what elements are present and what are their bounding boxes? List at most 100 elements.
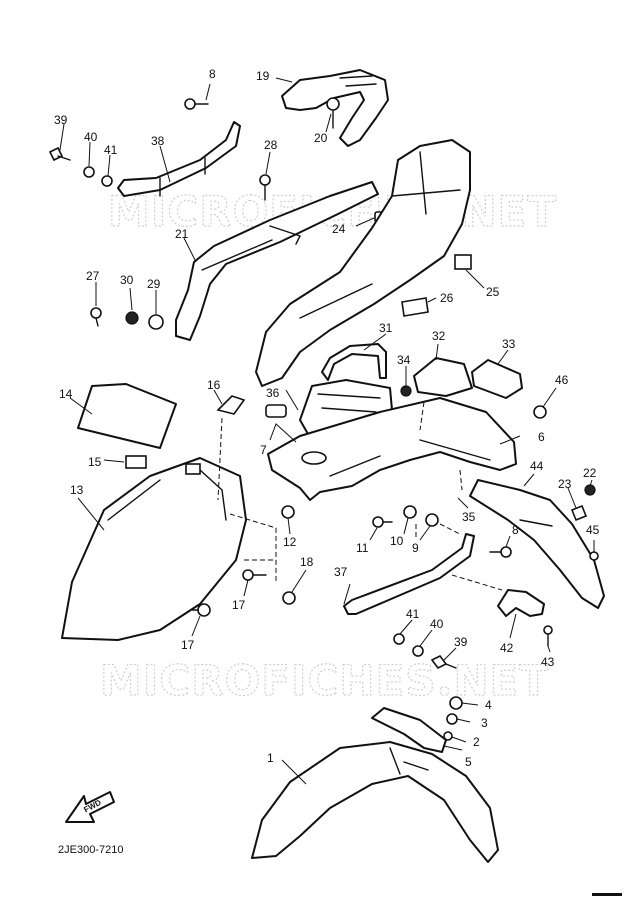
callout-17-upper: 17	[232, 598, 246, 612]
leader-lines	[59, 77, 595, 785]
part-damper	[401, 297, 429, 317]
callout-45: 45	[586, 523, 600, 537]
callout-5: 5	[465, 755, 472, 769]
callout-41-top: 41	[104, 143, 118, 157]
callout-6: 6	[538, 430, 545, 444]
part-mud-flap	[77, 383, 177, 449]
diagram-code: 2JE300-7210	[58, 844, 123, 856]
callout-26: 26	[440, 291, 454, 305]
bolt-icon	[570, 504, 588, 522]
callout-19: 19	[256, 69, 270, 83]
part-front-fender	[251, 741, 499, 863]
part-bracket	[497, 589, 545, 617]
part-rear-frame	[267, 397, 517, 501]
callout-34: 34	[397, 353, 411, 367]
callout-10: 10	[390, 534, 404, 548]
nut-icon	[533, 405, 547, 419]
callout-33: 33	[502, 337, 516, 351]
callout-44: 44	[530, 459, 544, 473]
callout-21: 21	[175, 227, 189, 241]
bolt-icon	[48, 146, 71, 162]
callout-18: 18	[300, 555, 314, 569]
bolt-icon	[184, 98, 209, 110]
bolt-icon	[191, 603, 211, 617]
callout-16: 16	[207, 378, 221, 392]
bolt-icon	[326, 97, 340, 129]
collar-icon	[403, 505, 417, 519]
part-rear-flap	[469, 479, 605, 609]
callout-2: 2	[473, 735, 480, 749]
callout-29: 29	[147, 277, 161, 291]
part-cushion	[454, 254, 472, 270]
nut-icon	[589, 551, 599, 561]
callout-28: 28	[264, 138, 278, 152]
callout-3: 3	[481, 716, 488, 730]
nut-icon	[282, 591, 296, 605]
part-cushion	[265, 404, 287, 418]
bolt-icon	[430, 654, 457, 670]
bolt-icon	[259, 174, 271, 201]
callout-39-bottom: 39	[454, 635, 468, 649]
part-bracket	[321, 343, 387, 381]
callout-32: 32	[432, 329, 446, 343]
nut-icon	[281, 505, 295, 519]
part-rear-cowl	[255, 139, 471, 387]
callout-11: 11	[356, 541, 369, 555]
callout-7: 7	[260, 443, 267, 457]
bolt-icon	[489, 546, 512, 558]
callout-17-lower: 17	[181, 638, 195, 652]
callout-4: 4	[485, 698, 492, 712]
callout-labels: 1 2 3 4 5 6 7 8 8 9 10 11 12 13 14 15 16…	[54, 67, 600, 769]
callout-14: 14	[59, 387, 73, 401]
washer-icon	[83, 166, 95, 178]
part-side-cover-left	[175, 181, 379, 341]
callout-24: 24	[332, 222, 346, 236]
callout-30: 30	[120, 273, 134, 287]
callout-39-top: 39	[54, 113, 68, 127]
part-stay	[343, 533, 475, 615]
part-pad	[125, 455, 147, 469]
nut-icon	[101, 175, 113, 187]
callout-1: 1	[267, 751, 274, 765]
washer-icon	[412, 645, 424, 657]
callout-38: 38	[151, 134, 165, 148]
assembly-lines	[217, 401, 503, 591]
callout-27: 27	[86, 269, 100, 283]
callout-8-top: 8	[209, 67, 216, 81]
nut-icon	[400, 385, 412, 397]
nut-icon	[584, 484, 596, 496]
callout-36: 36	[266, 386, 280, 400]
watermark-bottom: MICROFICHES.NET	[100, 656, 549, 705]
scale-bar	[592, 893, 622, 896]
callout-23: 23	[558, 477, 572, 491]
bolt-icon	[242, 569, 267, 581]
callout-9: 9	[412, 541, 419, 555]
part-clip	[216, 395, 246, 415]
damper-icon	[148, 314, 164, 330]
callout-31: 31	[379, 321, 393, 335]
callout-12: 12	[283, 535, 297, 549]
washer-icon	[446, 713, 458, 725]
callout-43: 43	[541, 655, 555, 669]
part-stay	[117, 121, 241, 197]
callout-40-top: 40	[84, 130, 98, 144]
callout-22: 22	[583, 466, 597, 480]
callout-40-bottom: 40	[430, 617, 444, 631]
callout-46: 46	[555, 373, 569, 387]
forward-arrow-icon: FWD	[65, 791, 115, 823]
callout-25: 25	[486, 285, 500, 299]
callout-20: 20	[314, 131, 328, 145]
callout-13: 13	[70, 483, 84, 497]
nut-icon	[393, 633, 405, 645]
screw-icon	[90, 307, 102, 327]
callout-42: 42	[500, 641, 514, 655]
callout-15: 15	[88, 455, 102, 469]
part-rear-fender	[61, 457, 247, 641]
screw-icon	[543, 625, 553, 647]
callout-8-bottom: 8	[512, 523, 519, 537]
callout-41-bottom: 41	[406, 607, 420, 621]
part-bracket	[471, 359, 523, 399]
collar-icon	[125, 311, 139, 325]
